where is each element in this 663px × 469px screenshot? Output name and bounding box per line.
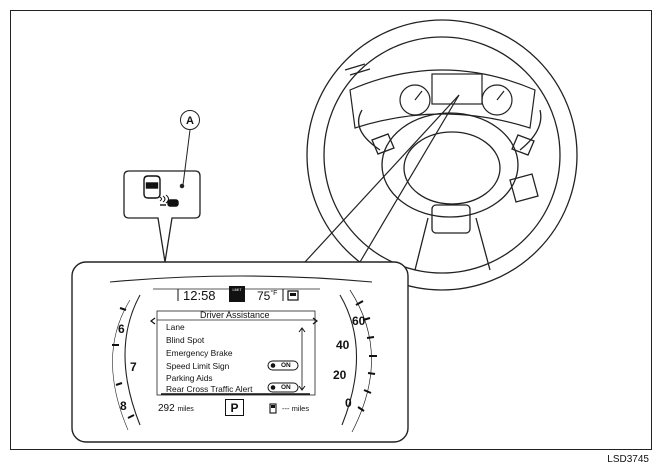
speed-tick-60: 60	[352, 314, 366, 328]
figure-code: LSD3745	[607, 454, 649, 465]
temperature-unit: °F	[270, 290, 278, 297]
cluster-panel-drawing	[71, 261, 409, 443]
range-readout: 292 miles	[158, 403, 194, 414]
tach-tick-8: 8	[120, 399, 127, 413]
tach-tick-6: 6	[118, 322, 125, 336]
menu-item-parking-aids[interactable]: Parking Aids	[166, 373, 213, 383]
menu-item-rear-cross-traffic-alert[interactable]: Rear Cross Traffic Alert	[166, 384, 253, 394]
speed-tick-20: 20	[333, 368, 347, 382]
speed-tick-0: 0	[345, 396, 352, 410]
left-mini-gauge	[399, 84, 431, 116]
menu-item-blind-spot[interactable]: Blind Spot	[166, 335, 205, 345]
fuel-range-value: ---	[282, 404, 290, 413]
speed-limit-toggle-status[interactable]: ON	[281, 362, 291, 369]
zoom-lines	[304, 94, 460, 263]
steering-wheel-rim	[306, 19, 578, 291]
temperature-value: 75	[257, 289, 271, 303]
range-value: 292	[158, 403, 175, 414]
figure-frame	[10, 10, 652, 450]
steering-wheel-drawing	[306, 19, 578, 291]
menu-item-emergency-brake[interactable]: Emergency Brake	[166, 348, 233, 358]
gear-indicator: P	[225, 399, 244, 416]
speed-tick-40: 40	[336, 338, 350, 352]
binnacle-drawing	[344, 63, 536, 129]
menu-title: Driver Assistance	[200, 310, 270, 320]
menu-item-speed-limit-sign[interactable]: Speed Limit Sign	[166, 361, 230, 371]
range-unit: miles	[177, 406, 194, 413]
outside-temperature: 75°F	[257, 289, 277, 303]
limit-badge-text: LIMIT	[232, 288, 242, 292]
tach-tick-7: 7	[130, 360, 137, 374]
rcta-toggle-status[interactable]: ON	[281, 384, 291, 391]
callout-label-a: A	[180, 110, 200, 130]
fuel-range-readout: --- miles	[282, 404, 309, 413]
blind-spot-icon	[143, 175, 179, 207]
steering-hub	[381, 112, 519, 218]
fuel-range-unit: miles	[291, 404, 310, 413]
callout-box-drawing	[123, 129, 201, 263]
menu-item-lane[interactable]: Lane	[166, 322, 185, 332]
speed-limit-badge: LIMIT	[229, 286, 245, 302]
clock-readout: 12:58	[183, 288, 216, 303]
